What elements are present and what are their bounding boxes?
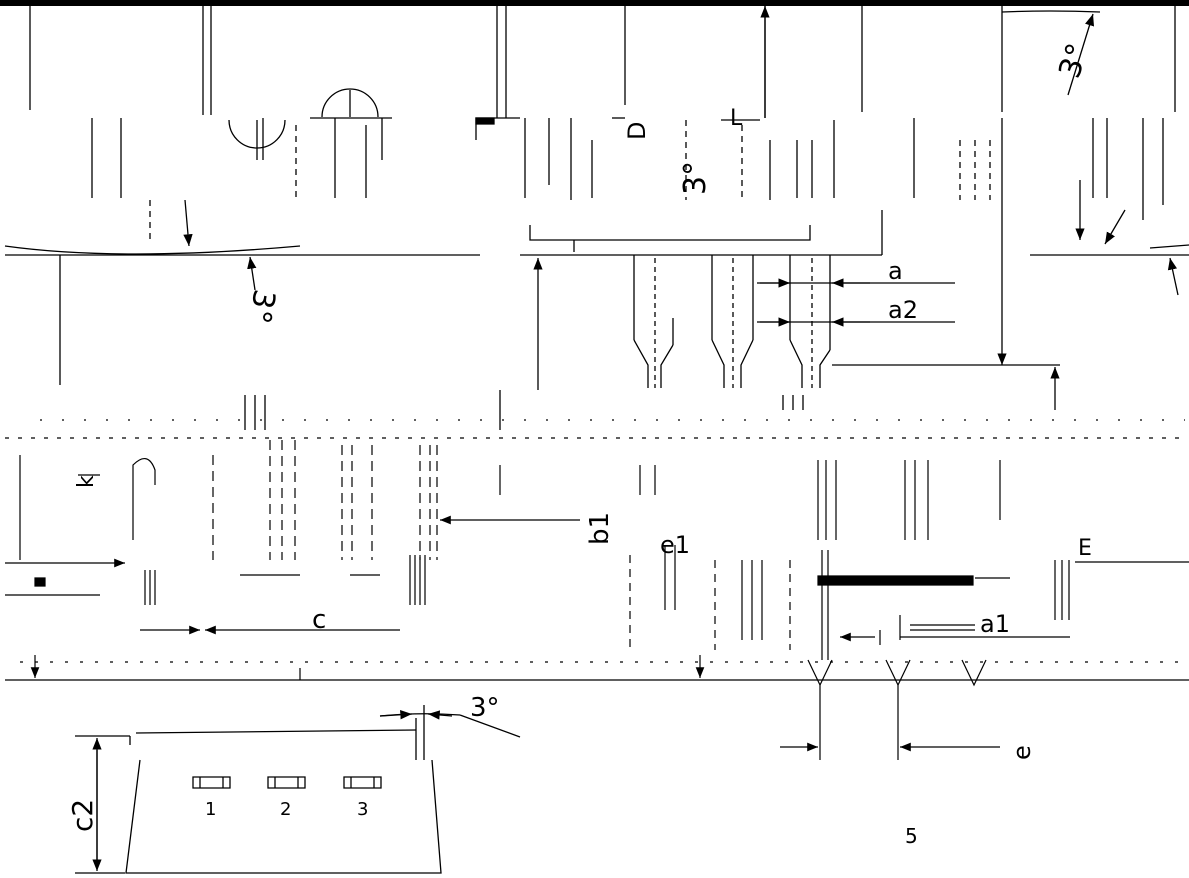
end-view [75, 705, 520, 873]
pin-marker-3 [344, 777, 381, 788]
dim-label-c: c [312, 605, 326, 635]
angle-label-left: 3° [241, 287, 281, 327]
angle-label-center: 3° [678, 161, 713, 195]
dim-label-D: D [623, 122, 651, 140]
pin-marker-1 [193, 777, 230, 788]
pin-marker-2 [268, 777, 305, 788]
dim-label-c2: c2 [66, 799, 99, 832]
dim-label-a1: a1 [980, 610, 1010, 638]
dim-label-b1: b1 [585, 512, 615, 545]
top-view [5, 6, 1189, 430]
dim-label-E: E [1078, 536, 1092, 561]
dim-label-k: k [74, 475, 99, 488]
top-border-band [0, 0, 1189, 6]
dim-label-L: L [730, 106, 743, 131]
dim-label-e1: e1 [660, 531, 690, 559]
dim-label-e: e [1008, 745, 1036, 760]
dim-label-a: a [888, 257, 903, 285]
view-number: 5 [905, 824, 918, 848]
pin-number-2: 2 [280, 799, 291, 820]
side-view [5, 420, 1189, 760]
angle-label-bottom: 3° [470, 693, 500, 723]
dim-label-a2: a2 [888, 296, 918, 324]
pin-number-1: 1 [205, 799, 216, 820]
pin-number-3: 3 [357, 799, 368, 820]
angle-label-top-right: 3° [1052, 39, 1096, 82]
